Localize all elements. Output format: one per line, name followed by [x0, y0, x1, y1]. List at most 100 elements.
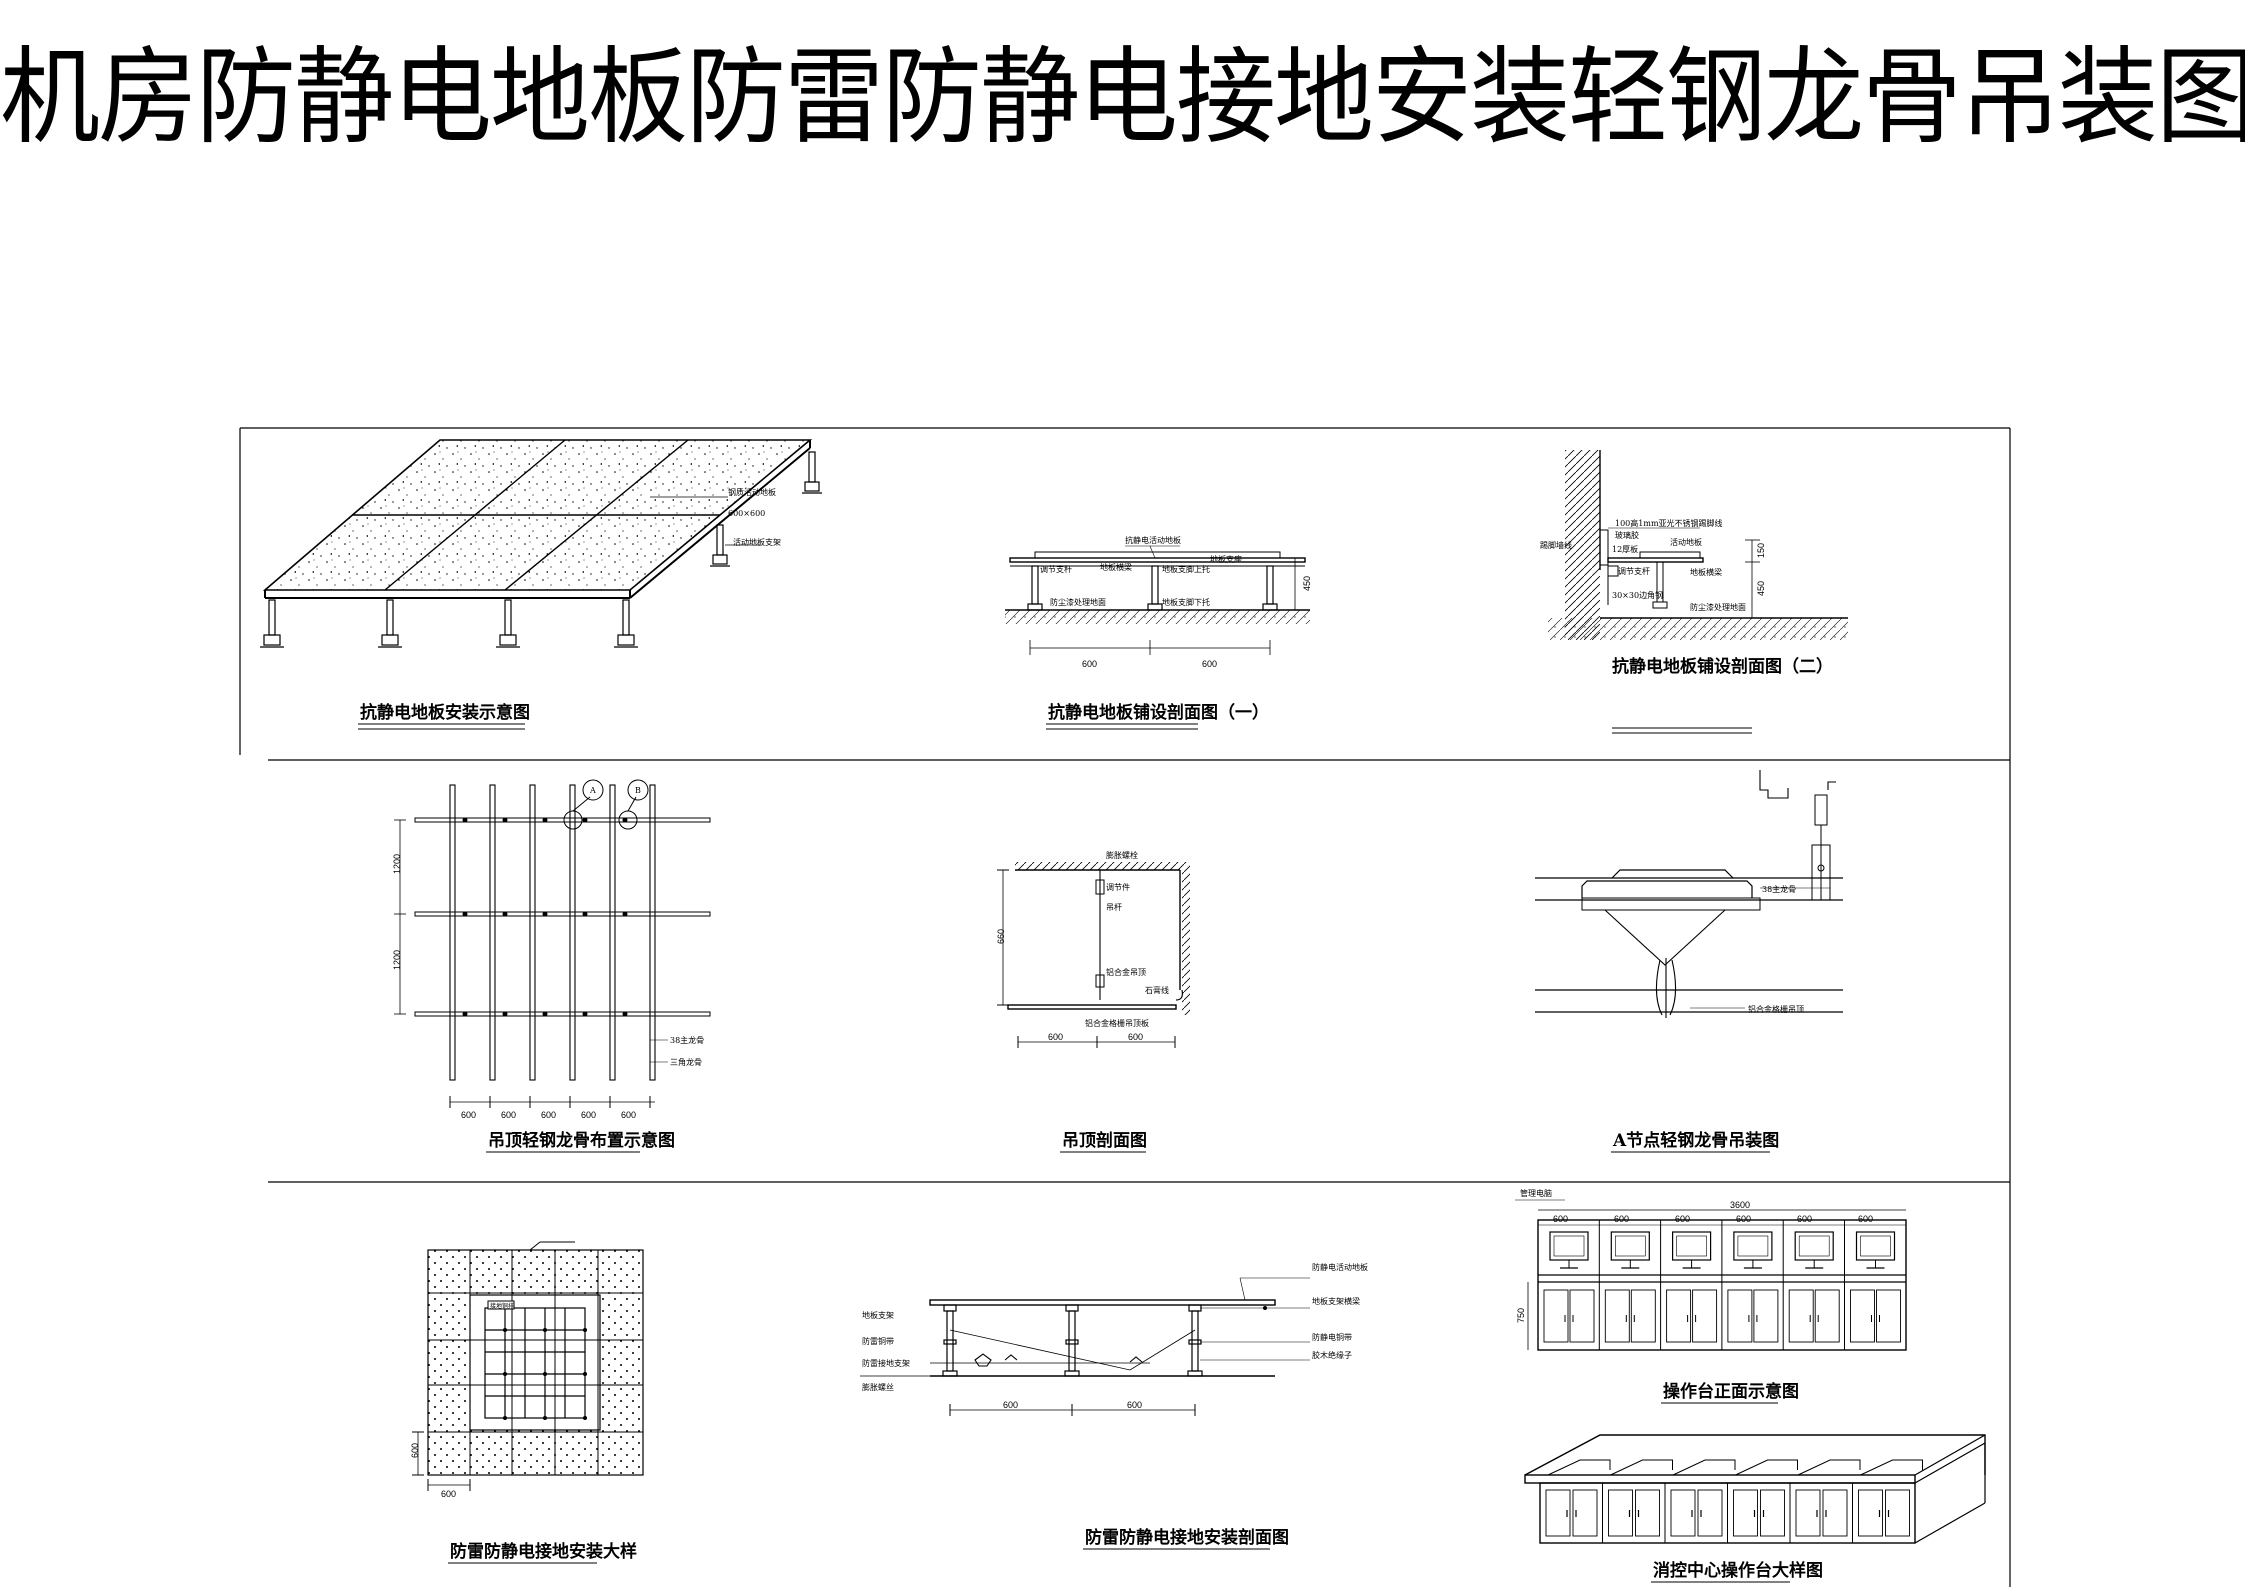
grounding-section-caption: 防雷防静电接地安装剖面图	[1085, 1527, 1289, 1548]
grounding-section-dim: 600	[1003, 1400, 1018, 1410]
console-front-dim-top: 600	[1675, 1214, 1690, 1224]
console-front-dim-top: 600	[1553, 1214, 1568, 1224]
ceiling-section-dim: 600	[1048, 1032, 1063, 1042]
section-2-diagram	[1548, 450, 1848, 640]
console-bay	[1598, 1220, 1656, 1350]
console-front-label: 管理电脑	[1520, 1188, 1552, 1198]
console-3d-caption: 消控中心操作台大样图	[1653, 1560, 1823, 1581]
console-bay	[1782, 1220, 1840, 1350]
grounding-section-label-right: 防静电铜带	[1312, 1332, 1352, 1342]
section-2-label: 踢脚墙线	[1540, 540, 1572, 550]
ceiling-plan-diagram	[394, 779, 711, 1108]
section-2-label: 100高1mm亚光不锈钢踢脚线	[1615, 518, 1723, 528]
ceiling-plan-label: 38主龙骨	[670, 1035, 704, 1045]
grounding-section-label-left: 膨胀螺丝	[862, 1382, 894, 1392]
ceiling-section-label: 膨胀螺栓	[1106, 850, 1138, 860]
grounding-section-dim: 600	[1127, 1400, 1142, 1410]
section-2-label: 防尘漆处理地面	[1690, 602, 1746, 612]
ceiling-plan-marker-b: B	[635, 786, 641, 795]
ceiling-section-dim: 600	[1128, 1032, 1143, 1042]
section-1-dim: 450	[1302, 576, 1312, 591]
floor-3d-diagram	[260, 439, 822, 648]
ceiling-plan-dim-h: 600	[621, 1110, 636, 1120]
ceiling-section-label: 吊杆	[1106, 902, 1122, 912]
section-1-label: 地板支座	[1210, 554, 1242, 564]
ceiling-section-label: 铝合金吊顶	[1106, 967, 1146, 977]
grounding-section-label-left: 防雷接地支架	[862, 1358, 910, 1368]
floor-3d-label: 活动地板支架	[733, 537, 781, 547]
console-bay	[1537, 1220, 1595, 1350]
ceiling-plan-caption: 吊顶轻钢龙骨布置示意图	[488, 1130, 675, 1151]
grounding-plan-diagram	[412, 1241, 644, 1491]
sheet-title: 机房防静电地板防雷防静电接地安装轻钢龙骨吊装图	[0, 36, 2245, 159]
grounding-section-label-right: 胶木绝缘子	[1312, 1350, 1352, 1360]
section-2-caption: 抗静电地板铺设剖面图（二）	[1612, 656, 1833, 677]
console-3d-bay	[1852, 1459, 1923, 1543]
console-front-dim-top: 600	[1797, 1214, 1812, 1224]
node-a-label: 铝合金格栅吊顶	[1748, 1004, 1804, 1014]
grounding-section-label-right: 防静电活动地板	[1312, 1262, 1368, 1272]
section-2-label: 地板横梁	[1690, 567, 1722, 577]
grounding-section-label-left: 地板支架	[862, 1310, 894, 1320]
console-3d-diagram	[1524, 1434, 1986, 1544]
grounding-section-diagram	[860, 1277, 1310, 1416]
ceiling-plan-label: 三角龙骨	[670, 1057, 702, 1067]
console-bay	[1721, 1220, 1779, 1350]
section-1-caption: 抗静电地板铺设剖面图（一）	[1048, 702, 1269, 723]
section-1-label: 调节支杆	[1040, 564, 1072, 574]
section-1-label: 地板支脚下托	[1162, 597, 1210, 607]
grounding-plan-dim: 600	[410, 1443, 420, 1458]
ceiling-section-diagram	[997, 862, 1190, 1048]
node-a-label: 38主龙骨	[1762, 884, 1796, 894]
ceiling-plan-dim-v: 1200	[392, 950, 402, 970]
section-2-label: 30×30边角钢	[1612, 590, 1663, 600]
grounding-section-label-right: 地板支架横梁	[1312, 1296, 1360, 1306]
grounding-plan-caption: 防雷防静电接地安装大样	[450, 1541, 637, 1562]
section-1-dim: 600	[1202, 659, 1217, 669]
console-front-diagram	[1515, 1199, 1907, 1351]
console-front-caption: 操作台正面示意图	[1663, 1381, 1799, 1402]
floor-3d-label: 600×600	[728, 509, 765, 518]
console-3d-bay	[1602, 1459, 1673, 1543]
sheet-frame	[239, 427, 2011, 1587]
ceiling-plan-dim-h: 600	[581, 1110, 596, 1120]
console-front-dim-top: 600	[1614, 1214, 1629, 1224]
ceiling-section-label: 铝合金格栅吊顶板	[1085, 1018, 1149, 1028]
grounding-plan-dim: 600	[441, 1489, 456, 1499]
ceiling-section-label: 调节件	[1106, 882, 1130, 892]
section-1-dim: 600	[1082, 659, 1097, 669]
section-2-dim: 150	[1756, 543, 1766, 558]
ceiling-plan-dim-h: 600	[461, 1110, 476, 1120]
section-2-label: 玻璃胶	[1615, 530, 1639, 540]
console-front-dim-top: 600	[1858, 1214, 1873, 1224]
section-2-dim: 450	[1756, 581, 1766, 596]
floor-pedestals	[260, 451, 822, 648]
console-3d-bay	[1727, 1459, 1798, 1543]
console-3d-bay	[1664, 1459, 1736, 1543]
node-a-diagram	[1535, 770, 1843, 1018]
ceiling-section-dim: 660	[996, 929, 1006, 944]
console-front-dim-top: 600	[1736, 1214, 1751, 1224]
ceiling-plan-dim-h: 600	[501, 1110, 516, 1120]
section-2-label: 12厚板	[1612, 544, 1638, 554]
ceiling-plan-dim-v: 1200	[392, 854, 402, 874]
section-1-diagram	[1005, 545, 1310, 655]
grounding-section-label-left: 防雷铜带	[862, 1336, 894, 1346]
console-front-dim-top: 3600	[1730, 1200, 1750, 1210]
floor-3d-label: 钢质活动地板	[728, 487, 776, 497]
console-bay	[1844, 1220, 1901, 1350]
console-3d-bay	[1539, 1459, 1611, 1543]
section-1-label: 抗静电活动地板	[1125, 535, 1181, 545]
section-1-label: 地板横梁	[1100, 562, 1132, 572]
grounding-plan-label: 接地铜排	[490, 1302, 514, 1310]
console-3d-bay	[1789, 1459, 1861, 1543]
console-front-dim-side: 750	[1516, 1308, 1526, 1323]
ceiling-plan-dim-h: 600	[541, 1110, 556, 1120]
ceiling-section-caption: 吊顶剖面图	[1062, 1130, 1147, 1151]
section-2-label: 活动地板	[1670, 537, 1702, 547]
ceiling-plan-marker-a: A	[589, 786, 596, 795]
section-1-label: 地板支脚上托	[1162, 564, 1210, 574]
console-bay	[1660, 1220, 1718, 1350]
ceiling-section-label: 石膏线	[1145, 985, 1169, 995]
